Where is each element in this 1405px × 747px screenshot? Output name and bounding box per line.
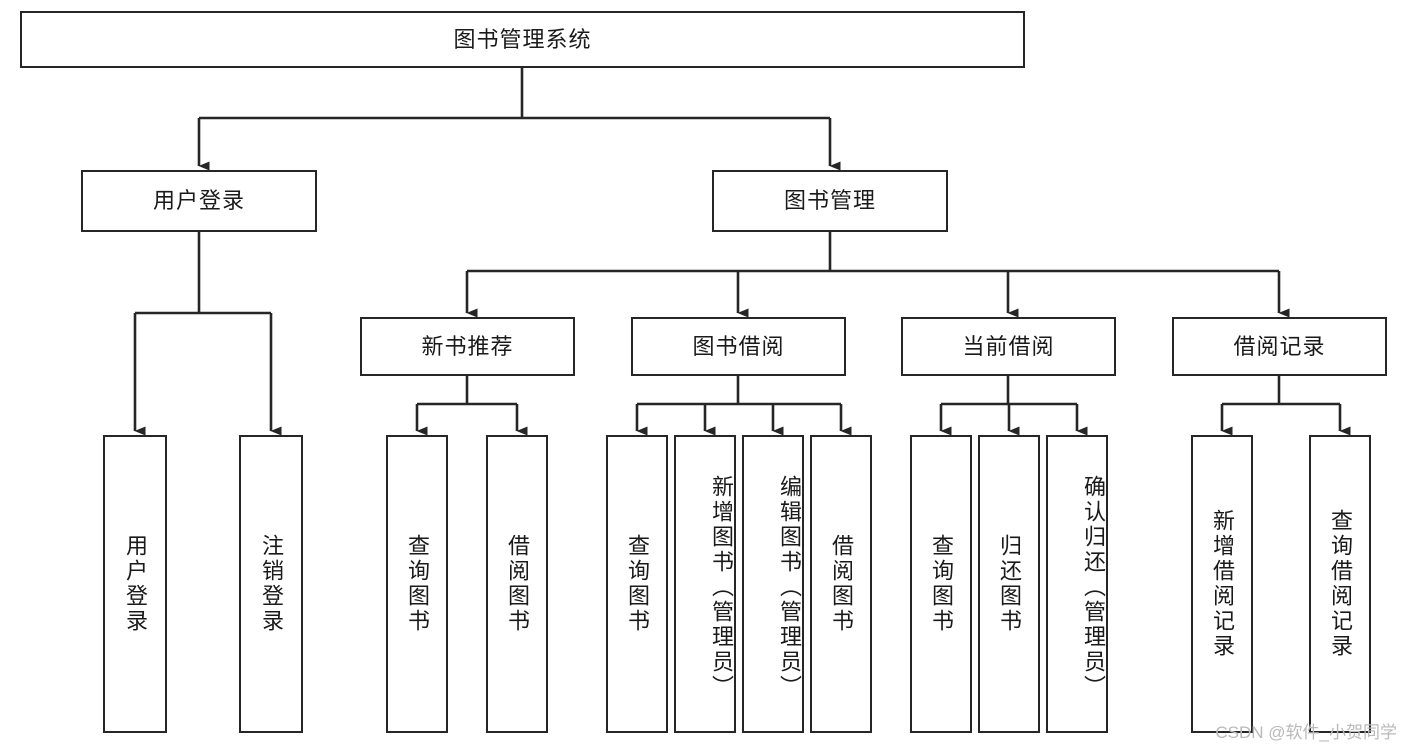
leaf-borrow-book-label: 借阅图书 [828, 534, 854, 634]
leaf-add-borrow-record-label: 新增借阅记录 [1209, 509, 1235, 659]
leaf-query-book-current-label: 查询图书 [928, 534, 954, 634]
leaf-borrow-book-recommend[interactable]: 借阅图书 [486, 435, 548, 733]
leaf-confirm-return-admin[interactable]: 确认归还（管理员） [1046, 435, 1108, 733]
leaf-return-book[interactable]: 归还图书 [978, 435, 1040, 733]
leaf-add-borrow-record[interactable]: 新增借阅记录 [1191, 435, 1253, 733]
leaf-query-book-borrow[interactable]: 查询图书 [606, 435, 668, 733]
leaf-add-book-admin[interactable]: 新增图书（管理员） [674, 435, 736, 733]
leaf-query-book-recommend[interactable]: 查询图书 [386, 435, 448, 733]
leaf-edit-book-admin[interactable]: 编辑图书（管理员） [742, 435, 804, 733]
leaf-query-book-recommend-label: 查询图书 [404, 534, 430, 634]
leaf-query-book-borrow-label: 查询图书 [624, 534, 650, 634]
leaf-query-borrow-record[interactable]: 查询借阅记录 [1309, 435, 1371, 733]
node-user-login-label: 用户登录 [152, 188, 245, 214]
node-borrow-record[interactable]: 借阅记录 [1172, 317, 1387, 376]
node-root-label: 图书管理系统 [453, 26, 592, 52]
leaf-logout[interactable]: 注销登录 [239, 435, 303, 733]
node-current-borrow[interactable]: 当前借阅 [901, 317, 1116, 376]
leaf-logout-label: 注销登录 [258, 534, 284, 634]
node-root[interactable]: 图书管理系统 [20, 11, 1025, 68]
watermark-text: CSDN @软件_小贺同学 [1215, 723, 1397, 742]
node-book-borrow-label: 图书借阅 [692, 333, 785, 359]
leaf-user-login[interactable]: 用户登录 [103, 435, 167, 733]
node-book-borrow[interactable]: 图书借阅 [631, 317, 846, 376]
leaf-add-book-admin-label: 新增图书（管理员） [709, 474, 734, 700]
leaf-user-login-label: 用户登录 [122, 534, 148, 634]
leaf-edit-book-admin-label: 编辑图书（管理员） [777, 474, 802, 700]
node-user-login[interactable]: 用户登录 [81, 170, 317, 232]
leaf-query-book-current[interactable]: 查询图书 [910, 435, 972, 733]
leaf-query-borrow-record-label: 查询借阅记录 [1327, 509, 1353, 659]
leaf-confirm-return-admin-label: 确认归还（管理员） [1081, 474, 1106, 700]
node-borrow-record-label: 借阅记录 [1233, 333, 1326, 359]
leaf-borrow-book[interactable]: 借阅图书 [810, 435, 872, 733]
node-new-book-recommend-label: 新书推荐 [421, 333, 514, 359]
leaf-return-book-label: 归还图书 [996, 534, 1022, 634]
leaf-borrow-book-recommend-label: 借阅图书 [504, 534, 530, 634]
node-current-borrow-label: 当前借阅 [962, 333, 1055, 359]
node-book-manage[interactable]: 图书管理 [712, 170, 948, 232]
node-book-manage-label: 图书管理 [783, 188, 876, 214]
node-new-book-recommend[interactable]: 新书推荐 [360, 317, 575, 376]
